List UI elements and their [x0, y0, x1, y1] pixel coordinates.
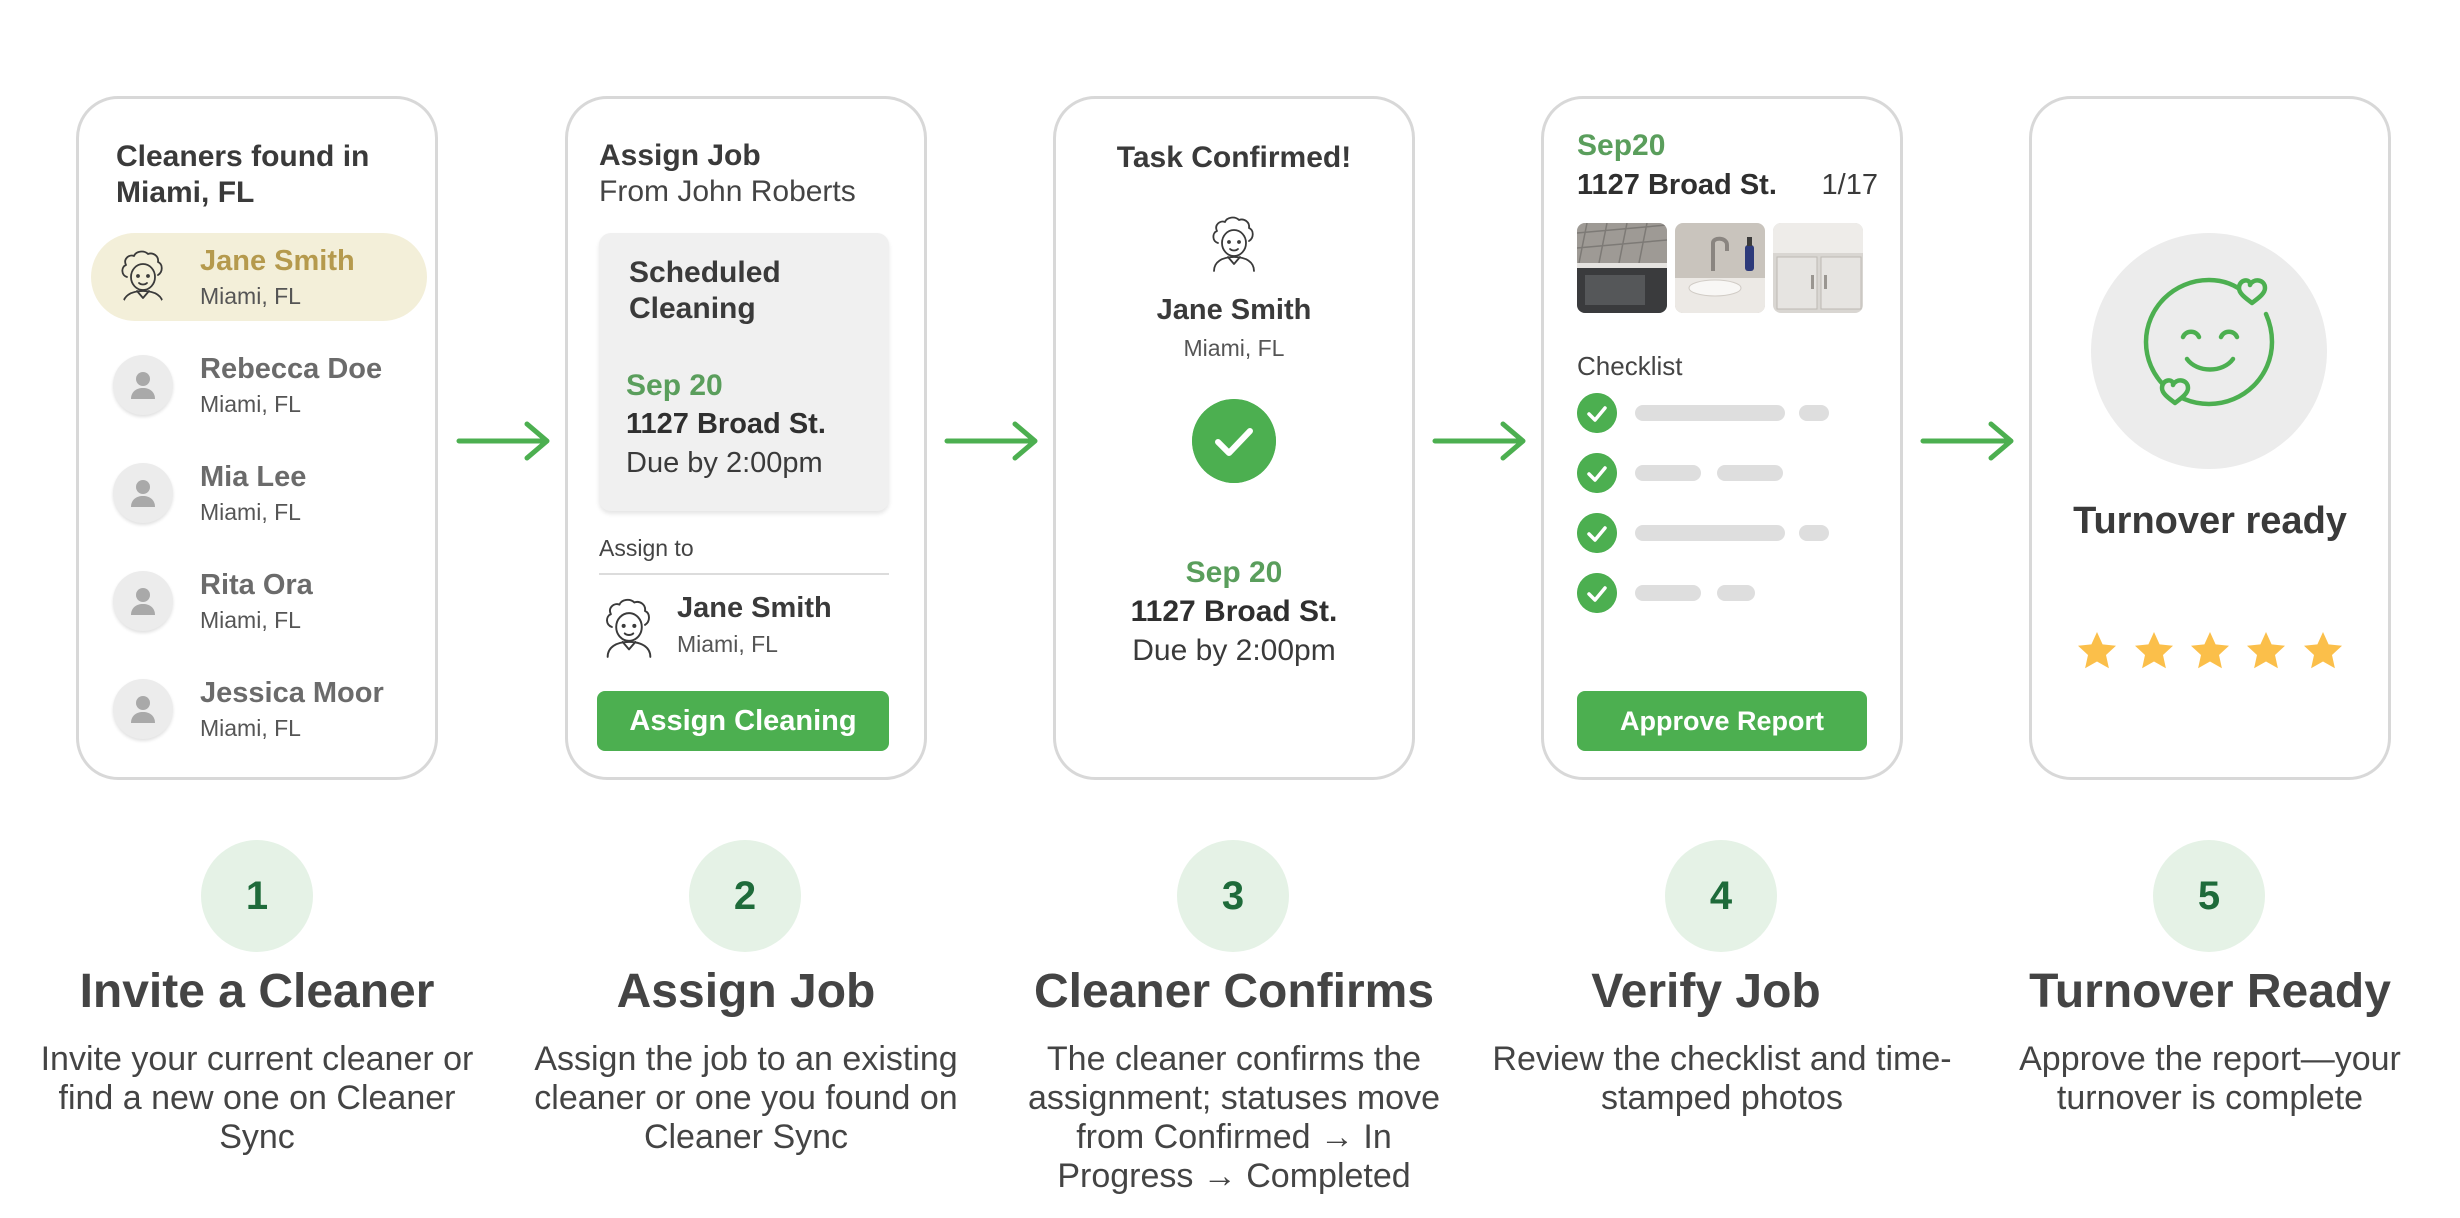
assignee-name: Jane Smith [677, 592, 832, 624]
cleaner-location: Miami, FL [1183, 335, 1285, 361]
cleaner-name: Jessica Moor [200, 677, 384, 709]
user-avatar-icon [113, 679, 173, 739]
step-description: Assign the job to an existing cleaner or… [534, 1040, 958, 1156]
arrow-right-icon [944, 421, 1038, 461]
woman-avatar-icon [121, 250, 164, 306]
cleaners-found-title: Cleaners found in Miami, FL [116, 140, 370, 209]
assign-to-label: Assign to [599, 535, 694, 561]
step-number: 4 [1665, 840, 1777, 952]
assign-job-subtitle: From John Roberts [599, 175, 856, 208]
step-title: Turnover Ready [2029, 965, 2391, 1018]
checkmark-icon [1192, 399, 1276, 483]
step-description: The cleaner confirms the assignment; sta… [1028, 1040, 1440, 1195]
checklist-item-placeholder [1717, 465, 1783, 481]
check-icon [1577, 513, 1617, 553]
report-address: 1127 Broad St. [1577, 169, 1777, 201]
photo-counter: 1/17 [1821, 169, 1878, 201]
job-date: Sep 20 [626, 369, 723, 402]
divider [599, 573, 889, 575]
job-due-time: Due by 2:00pm [626, 447, 823, 479]
cleaner-name: Mia Lee [200, 461, 307, 493]
job-address: 1127 Broad St. [1130, 595, 1338, 628]
woman-avatar-icon [1212, 216, 1255, 272]
checklist-item-placeholder [1635, 405, 1785, 421]
job-due-time: Due by 2:00pm [1132, 634, 1336, 667]
sink-photo[interactable] [1675, 223, 1765, 313]
cleaner-location: Miami, FL [200, 715, 301, 741]
cleaner-search-card: Cleaners found in Miami, FL Jane Smith M… [76, 96, 438, 780]
checklist-item-placeholder [1799, 525, 1829, 541]
kitchen-photo[interactable] [1577, 223, 1667, 313]
checklist-item-placeholder [1635, 465, 1701, 481]
check-icon [1577, 453, 1617, 493]
scheduled-cleaning-panel: Scheduled Cleaning Sep 20 1127 Broad St.… [599, 233, 889, 511]
approve-report-button[interactable]: Approve Report [1577, 691, 1867, 751]
assign-cleaning-button[interactable]: Assign Cleaning [597, 691, 889, 751]
cleaner-name: Jane Smith [1156, 294, 1312, 326]
cleaner-location: Miami, FL [200, 607, 301, 633]
step-description: Review the checklist and time-stamped ph… [1492, 1040, 1952, 1117]
arrow-right-icon [1920, 421, 2014, 461]
arrow-right-icon [456, 421, 550, 461]
user-avatar-icon [113, 355, 173, 415]
step-title: Cleaner Confirms [1033, 965, 1435, 1018]
check-icon [1577, 393, 1617, 433]
star-icon [2134, 632, 2173, 669]
cleaner-list-item-selected[interactable]: Jane Smith Miami, FL [91, 233, 427, 321]
checklist-item-placeholder [1635, 585, 1701, 601]
cleaner-location: Miami, FL [200, 391, 301, 417]
step-number: 1 [201, 840, 313, 952]
step-description: Approve the report—your turnover is comp… [2019, 1040, 2401, 1117]
star-icon [2078, 632, 2117, 669]
assign-job-card: Assign Job From John Roberts Scheduled C… [565, 96, 927, 780]
checklist-item-placeholder [1799, 405, 1829, 421]
step-title: Invite a Cleaner [79, 965, 435, 1018]
cleaner-name: Rebecca Doe [200, 353, 383, 385]
cleaner-location: Miami, FL [200, 283, 301, 309]
star-rating [2032, 629, 2388, 678]
star-icon [2191, 632, 2229, 669]
cabinet-photo[interactable] [1773, 223, 1863, 313]
smiley-badge [2091, 233, 2327, 469]
cleaner-list-item[interactable]: Rebecca Doe Miami, FL [91, 341, 427, 429]
check-icon [1577, 573, 1617, 613]
step-number: 3 [1177, 840, 1289, 952]
checklist-item-placeholder [1635, 525, 1785, 541]
checklist-item-placeholder [1717, 585, 1755, 601]
assign-job-title: Assign Job [599, 139, 761, 172]
smiley-hearts-icon [2143, 277, 2275, 407]
step-title: Verify Job [1591, 965, 1821, 1018]
cleaner-location: Miami, FL [200, 499, 301, 525]
star-icon [2247, 632, 2286, 669]
step-number: 2 [689, 840, 801, 952]
step-title: Assign Job [616, 965, 876, 1018]
woman-avatar-icon [606, 598, 652, 658]
verify-report-card: Sep20 1127 Broad St. 1/17 Checklist Appr… [1541, 96, 1903, 780]
cleaner-name: Jane Smith [200, 245, 355, 277]
turnover-ready-title: Turnover ready [2073, 500, 2347, 542]
cleaner-list-item[interactable]: Mia Lee Miami, FL [91, 449, 427, 537]
job-date: Sep 20 [1185, 556, 1283, 589]
task-confirmed-card: Task Confirmed! Jane Smith Miami, FL Sep… [1053, 96, 1415, 780]
assignee-location: Miami, FL [677, 631, 778, 657]
step-description: Invite your current cleaner or find a ne… [40, 1040, 474, 1156]
arrow-right-icon [1432, 421, 1526, 461]
job-title: Scheduled Cleaning [629, 256, 781, 325]
cleaner-list-item[interactable]: Jessica Moor Miami, FL [91, 665, 427, 753]
user-avatar-icon [113, 571, 173, 631]
cleaner-name: Rita Ora [200, 569, 313, 601]
turnover-ready-card: Turnover ready [2029, 96, 2391, 780]
cleaner-list-item[interactable]: Rita Ora Miami, FL [91, 557, 427, 645]
user-avatar-icon [113, 463, 173, 523]
step-number: 5 [2153, 840, 2265, 952]
star-icon [2303, 632, 2342, 669]
task-confirmed-title: Task Confirmed! [1116, 141, 1352, 174]
job-address: 1127 Broad St. [626, 408, 826, 440]
checklist-label: Checklist [1577, 351, 1683, 381]
report-date: Sep20 [1577, 129, 1666, 162]
